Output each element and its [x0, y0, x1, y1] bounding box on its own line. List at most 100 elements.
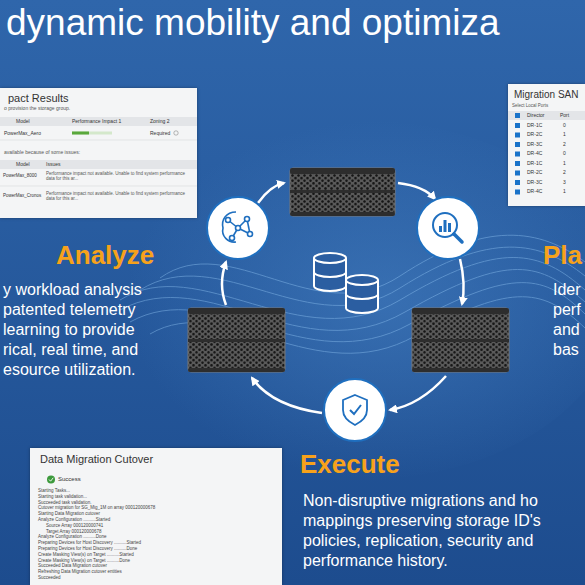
- cycle-arrows: [398, 183, 435, 199]
- analyze-icon: [207, 197, 269, 259]
- analyze-icon: [245, 217, 250, 222]
- server-top: [290, 168, 395, 216]
- log-line: Source Array 000120000741: [46, 524, 103, 529]
- panel-title: Migration SAN: [514, 89, 578, 100]
- port-table: [515, 142, 520, 147]
- cycle-arrows: [258, 183, 284, 203]
- log-line: Create Masking View(s) on Target .......…: [38, 553, 134, 558]
- table-cell: PowerMax_Cronos: [3, 194, 41, 199]
- step-heading: Analyze: [56, 241, 154, 270]
- table-cell: Required: [150, 131, 170, 137]
- table-cell: DR-1C: [527, 161, 542, 167]
- port-table: [515, 161, 520, 166]
- impact-table: [0, 186, 197, 187]
- port-table: [515, 180, 520, 185]
- table-cell: 1: [563, 161, 566, 167]
- database-icon: [314, 253, 346, 263]
- plan-icon: [444, 220, 447, 232]
- cycle-arrows: [460, 259, 464, 304]
- log-line: Analyze Configuration ..........Started: [38, 518, 110, 523]
- table-cell: Model: [16, 162, 30, 168]
- log-line: Succeeded task validation.: [38, 501, 92, 506]
- success-mark: [47, 476, 55, 484]
- table-cell: Performance impact not available. Unable…: [46, 172, 192, 182]
- step-description: y workload analysis patented telemetry l…: [3, 280, 165, 380]
- database-icon: [346, 275, 378, 285]
- table-cell: DR-2C: [527, 170, 542, 176]
- plan-icon: [448, 223, 451, 232]
- table-cell: 2: [563, 170, 566, 176]
- analyze-icon: [223, 212, 236, 242]
- panel-note: available because of some issues:: [4, 150, 80, 156]
- wave-lines: [120, 258, 585, 319]
- server-right: [412, 308, 509, 372]
- server-left: [188, 339, 285, 342]
- log-line: Analyze Configuration ..........Done: [38, 535, 107, 540]
- execute-icon: [343, 395, 367, 425]
- port-table: [515, 133, 520, 138]
- server-left: [188, 308, 285, 372]
- log-line: Starting Tasks...: [38, 489, 70, 494]
- impact-table: [0, 160, 197, 169]
- port-table: [508, 111, 585, 195]
- execute-icon: [350, 405, 361, 414]
- analyze-icon: [248, 232, 253, 237]
- analyze-icon: [226, 218, 231, 223]
- server-right: [412, 368, 509, 372]
- table-cell: DR-3C: [527, 180, 542, 186]
- table-cell: Performance Impact 1: [72, 119, 121, 125]
- server-right: [412, 339, 509, 342]
- log-line: Starting task validation...: [38, 495, 87, 500]
- plan-icon: [417, 197, 479, 259]
- status-text: Success: [58, 476, 81, 483]
- database-icon: [346, 294, 378, 299]
- analyze-icon: [230, 236, 235, 241]
- log-line: Starting Data Migration cutover: [38, 512, 100, 517]
- server-top: [290, 168, 395, 216]
- table-cell: 3: [563, 180, 566, 186]
- port-table: [515, 123, 520, 128]
- table-cell: DR-4C: [527, 189, 542, 195]
- port-table: [515, 190, 520, 195]
- table-cell: Zoning 2: [150, 119, 169, 125]
- panel-title: Data Migration Cutover: [40, 453, 153, 465]
- success-mark: [47, 476, 55, 484]
- table-cell: PowerMax_8000: [3, 174, 37, 179]
- log-line: Succeeded: [38, 576, 61, 581]
- log-line: Succeeded Data Migration cutover: [38, 564, 107, 569]
- server-right: [412, 308, 509, 314]
- step-description: Ider perf and bas: [553, 280, 583, 360]
- table-cell: 0: [563, 151, 566, 157]
- log-line: Refreshing Data Migration cutover entiti…: [38, 570, 122, 575]
- table-cell: 2: [563, 142, 566, 148]
- step-description: Non-disruptive migrations and ho mapping…: [303, 491, 581, 571]
- server-right: [412, 308, 509, 372]
- cycle-arrows: [390, 376, 446, 410]
- table-cell: DR-1C: [527, 123, 542, 129]
- analyze-icon: [223, 212, 253, 242]
- port-table: [515, 152, 520, 157]
- log-line: Create Masking View(s) on Target .......…: [38, 559, 130, 564]
- log-line: Target Array 000120000678: [46, 530, 102, 535]
- table-cell: Performance impact not available. Unable…: [46, 192, 192, 202]
- cycle-arrows: [252, 378, 322, 413]
- execute-icon: [324, 379, 386, 441]
- table-cell: Model: [16, 119, 30, 125]
- panel-title: pact Results: [8, 92, 69, 104]
- database-icon: [314, 272, 346, 277]
- execute-icon: [324, 379, 386, 441]
- table-cell: PowerMax_Aero: [4, 131, 41, 137]
- server-left: [188, 308, 285, 314]
- server-top: [290, 212, 395, 216]
- table-cell: Issues: [46, 162, 60, 168]
- server-left: [188, 308, 285, 372]
- panel-note: o provision the storage group.: [4, 106, 70, 112]
- analyze-icon: [207, 197, 269, 259]
- impact-table: [0, 140, 197, 141]
- impact-table: [174, 131, 178, 135]
- impact-table: [0, 117, 197, 186]
- table-cell: Port: [560, 113, 569, 119]
- impact-table: [0, 117, 197, 126]
- slide-title: dynamic mobility and optimiza: [6, 2, 500, 44]
